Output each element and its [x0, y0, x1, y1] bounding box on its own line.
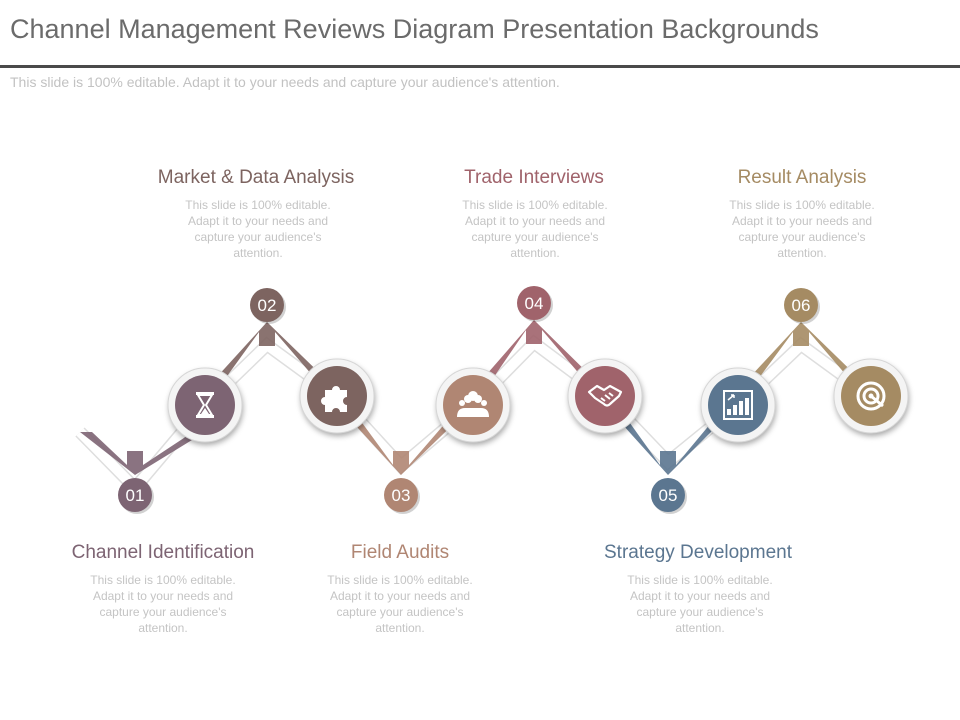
step-heading-05: Strategy Development	[604, 542, 792, 563]
step-heading-01: Channel Identification	[71, 542, 255, 563]
step-badge-04	[517, 286, 551, 320]
hourglass-icon	[196, 392, 214, 418]
step-circle-01	[167, 367, 243, 443]
step-description-06: This slide is 100% editable. Adapt it to…	[729, 198, 875, 260]
title-divider	[0, 65, 960, 68]
step-heading-04: Trade Interviews	[464, 167, 604, 188]
step-badge-05	[651, 478, 685, 512]
step-circle-06	[833, 358, 909, 434]
target-icon	[856, 381, 886, 411]
step-badge-06	[784, 288, 818, 322]
step-heading-02: Market & Data Analysis	[157, 167, 355, 188]
bar-chart-icon	[723, 390, 753, 420]
step-circle-03	[435, 367, 511, 443]
icon-circles	[167, 358, 909, 443]
step-circle-04	[567, 358, 643, 434]
slide-subtitle: This slide is 100% editable. Adapt it to…	[10, 74, 560, 90]
step-number-05: 05	[659, 486, 678, 505]
handshake-icon	[587, 384, 623, 407]
step-description-05: This slide is 100% editable. Adapt it to…	[627, 573, 773, 635]
step-badge-03	[384, 478, 418, 512]
step-circle-05	[700, 367, 776, 443]
step-badge-02	[250, 288, 284, 322]
group-icon	[457, 391, 489, 417]
connector-01	[80, 432, 205, 475]
step-number-01: 01	[126, 486, 145, 505]
step-number-03: 03	[392, 486, 411, 505]
step-description-02: This slide is 100% editable. Adapt it to…	[185, 198, 331, 260]
step-description-03: This slide is 100% editable. Adapt it to…	[327, 573, 473, 635]
step-description-01: This slide is 100% editable. Adapt it to…	[90, 573, 236, 635]
step-description-04: This slide is 100% editable. Adapt it to…	[462, 198, 608, 260]
step-circle-02	[299, 358, 375, 434]
puzzle-icon	[321, 386, 347, 412]
step-number-02: 02	[258, 296, 277, 315]
number-badges: 01 02 03 04 05 06	[118, 286, 820, 514]
step-badge-01	[118, 478, 152, 512]
step-heading-03: Field Audits	[350, 542, 450, 563]
slide-title: Channel Management Reviews Diagram Prese…	[10, 14, 819, 44]
step-heading-06: Result Analysis	[737, 167, 867, 188]
step-number-06: 06	[792, 296, 811, 315]
step-number-04: 04	[525, 294, 544, 313]
